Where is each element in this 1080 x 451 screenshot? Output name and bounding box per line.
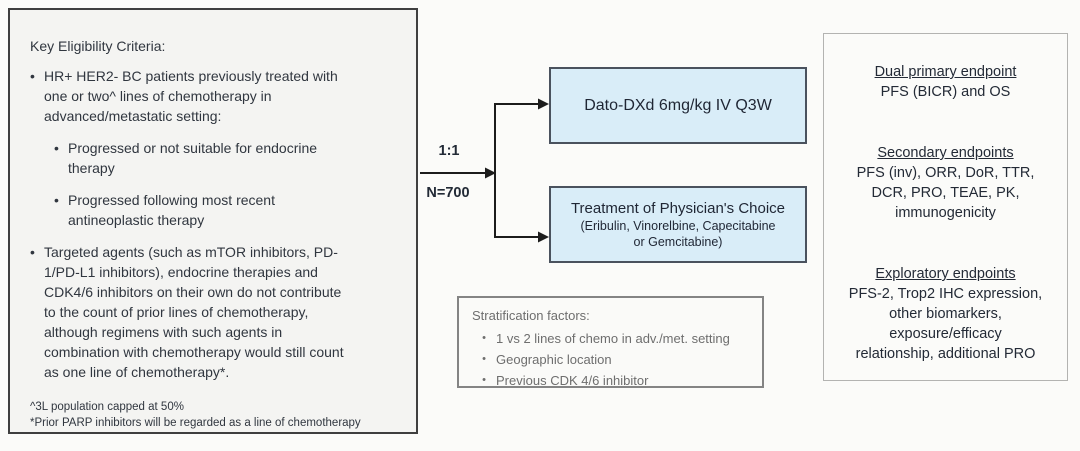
stratification-item-text: 1 vs 2 lines of chemo in adv./met. setti… [496,331,730,346]
stratification-item-geography: • Geographic location [472,349,756,370]
arrowhead-arm1 [538,98,549,110]
eligibility-bullet-2: • Targeted agents (such as mTOR inhibito… [30,242,402,382]
bullet-icon: • [482,374,486,386]
arm-physicians-choice-drugs: (Eribulin, Vinorelbine, Capecitabine or … [580,219,776,249]
endpoint-secondary-body: PFS (inv), ORR, DoR, TTR, DCR, PRO, TEAE… [856,165,1035,221]
stratification-item-text: Previous CDK 4/6 inhibitor [496,373,649,388]
arm-physicians-choice-box: Treatment of Physician's Choice (Eribuli… [549,186,807,263]
arm-physicians-choice-title: Treatment of Physician's Choice [570,200,786,217]
eligibility-sub-bullet-2-text: Progressed following most recent antineo… [68,192,275,228]
arm-dato-dxd-label: Dato-DXd 6mg/kg IV Q3W [584,96,772,114]
bullet-icon: • [482,353,486,365]
endpoint-section-secondary: Secondary endpoints PFS (inv), ORR, DoR,… [830,143,1061,223]
eligibility-sub-bullet-1-text: Progressed or not suitable for endocrine… [68,140,318,176]
randomization-n-label: N=700 [426,185,470,201]
arrowhead-arm2 [538,231,549,243]
stratification-title: Stratification factors: [472,308,590,323]
endpoint-section-primary: Dual primary endpoint PFS (BICR) and OS [830,62,1061,102]
eligibility-bullet-2-text: Targeted agents (such as mTOR inhibitors… [44,244,344,380]
eligibility-bullet-1: • HR+ HER2- BC patients previously treat… [30,66,402,126]
stratification-panel: Stratification factors: • 1 vs 2 lines o… [457,296,764,388]
eligibility-sub-bullet-1: • Progressed or not suitable for endocri… [30,138,402,178]
eligibility-bullet-1-text: HR+ HER2- BC patients previously treated… [44,68,338,124]
eligibility-title: Key Eligibility Criteria: [30,38,166,54]
stratification-item-cdk46: • Previous CDK 4/6 inhibitor [472,370,756,391]
endpoint-exploratory-body: PFS-2, Trop2 IHC expression, other bioma… [848,286,1043,362]
endpoint-secondary-header: Secondary endpoints [877,145,1014,161]
eligibility-sub-bullet-2: • Progressed following most recent antin… [30,190,402,230]
randomization-ratio-label: 1:1 [438,143,460,159]
bullet-icon: • [30,244,35,260]
eligibility-panel: Key Eligibility Criteria: • HR+ HER2- BC… [8,8,418,434]
arrowhead-main [485,167,496,179]
endpoint-primary-header: Dual primary endpoint [874,64,1017,80]
stratification-item-lines-of-chemo: • 1 vs 2 lines of chemo in adv./met. set… [472,328,756,349]
arm-dato-dxd-box: Dato-DXd 6mg/kg IV Q3W [549,67,807,144]
stratification-item-text: Geographic location [496,352,612,367]
endpoint-exploratory-header: Exploratory endpoints [875,266,1016,282]
bullet-icon: • [30,68,35,84]
bullet-icon: • [54,140,59,156]
endpoints-panel: Dual primary endpoint PFS (BICR) and OS … [823,33,1068,381]
eligibility-footnotes: ^3L population capped at 50% *Prior PARP… [30,399,402,431]
endpoint-section-exploratory: Exploratory endpoints PFS-2, Trop2 IHC e… [830,264,1061,364]
endpoint-primary-body: PFS (BICR) and OS [880,84,1011,100]
footnote-parp: *Prior PARP inhibitors will be regarded … [30,417,361,429]
footnote-3l-cap: ^3L population capped at 50% [30,401,184,413]
bullet-icon: • [482,332,486,344]
bullet-icon: • [54,192,59,208]
